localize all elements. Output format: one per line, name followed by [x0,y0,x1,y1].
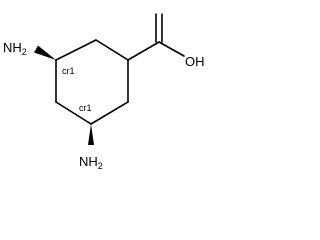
amine-label-top: NH2 [3,40,27,57]
ring-bond-c4-c5 [55,101,92,125]
stereo-label-upper: cr1 [62,66,75,76]
ring-bond-c1-c2 [95,39,129,61]
bond-carboxyl-oh [158,41,185,57]
hydroxyl-label: OH [185,54,205,69]
ring-bond-c2-c3 [55,39,97,61]
bond-c1-carboxyl [127,41,160,61]
amine-label-bottom: NH2 [79,154,103,171]
wedge-bond-lower-amine [88,124,94,145]
ring-bond-c5-c6 [90,101,129,125]
stereo-label-lower: cr1 [79,103,92,113]
wedge-bond-upper-amine [34,45,56,60]
molecule-structure: NH2 NH2 OH cr1 cr1 [3,13,205,171]
